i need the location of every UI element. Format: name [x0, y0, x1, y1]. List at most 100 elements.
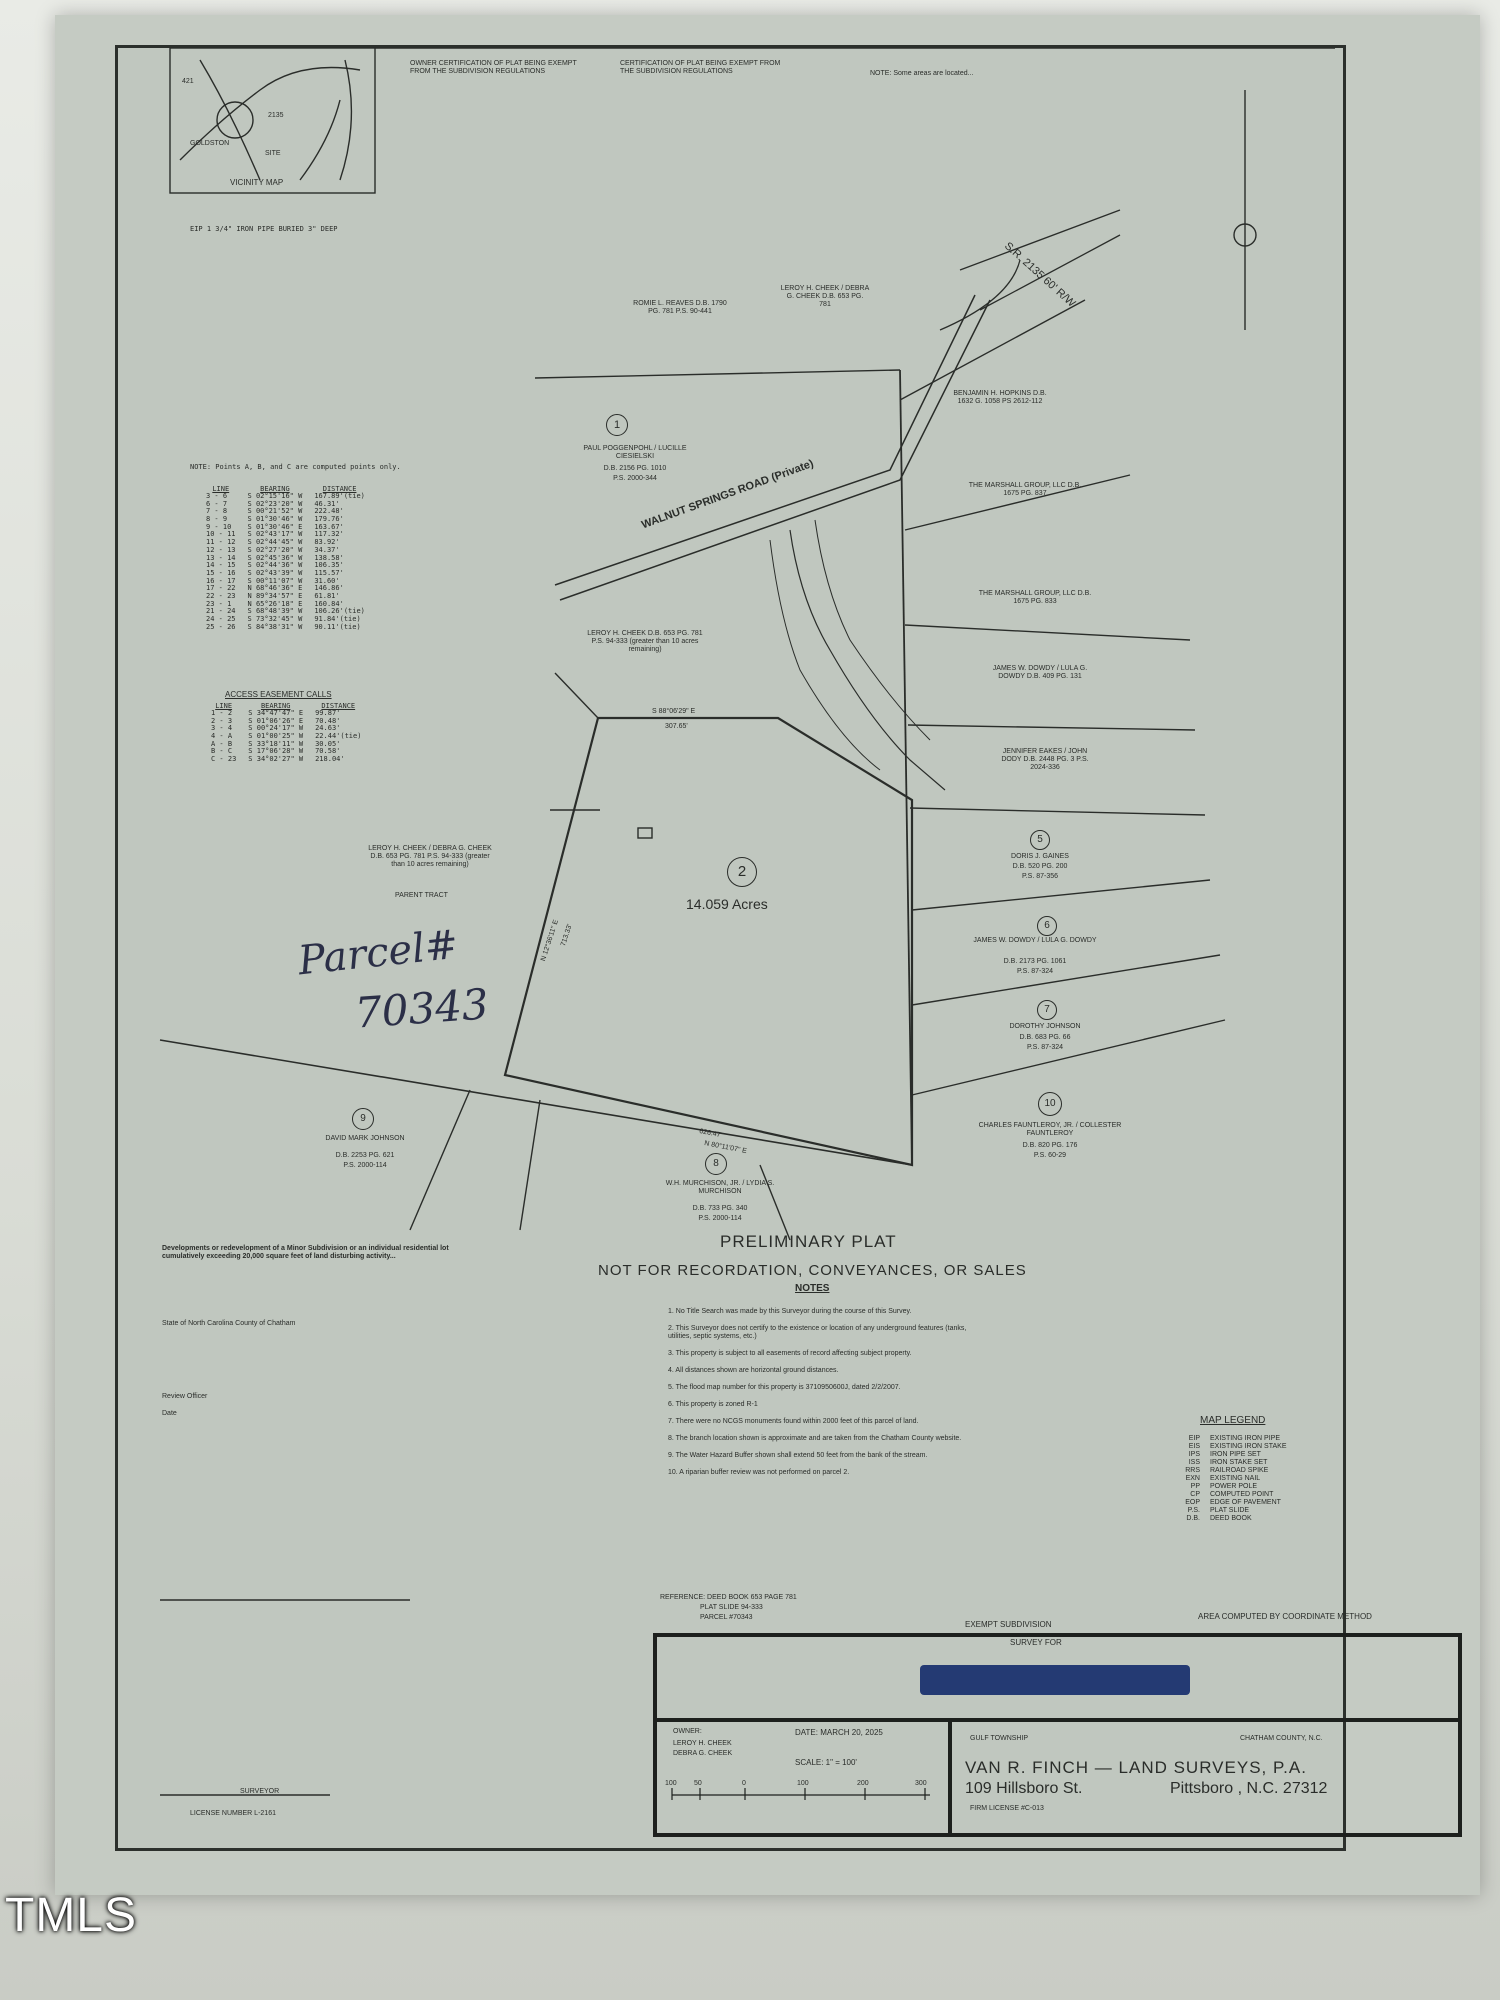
line-table-cell: 106.35' [314, 561, 344, 570]
line-table-cell: 6 - 7 [206, 499, 228, 508]
exempt-certification: CERTIFICATION OF PLAT BEING EXEMPT FROM … [620, 60, 781, 76]
adjoiner-reaves: ROMIE L. REAVES D.B. 1790 PG. 781 P.S. 9… [633, 300, 727, 316]
line-table-cell: 90.11'(tie) [314, 622, 361, 631]
plat-scale: SCALE: 1" = 100' [795, 1758, 857, 1767]
note-item: 10. A riparian buffer review was not per… [668, 1469, 850, 1477]
branch-stream [789, 529, 946, 791]
access-table-title: ACCESS EASEMENT CALLS [225, 690, 332, 699]
line-table-cell: 46.31' [314, 499, 340, 508]
line-table-cell: S 02°27'20" W [247, 545, 303, 554]
north-arrow-circle [1233, 223, 1257, 247]
firm-name: VAN R. FINCH — LAND SURVEYS, P.A. [965, 1758, 1307, 1777]
line-table-cell: 16 - 17 [206, 576, 236, 585]
note-item: 5. The flood map number for this propert… [668, 1384, 901, 1392]
line-table-cell: N 68°46'36" E [247, 584, 303, 593]
east-boundary [899, 369, 913, 1166]
line-table-cell: S 02°45'36" W [247, 553, 303, 562]
call-top-bearing: S 88°06'29" E [652, 708, 696, 715]
line-table-cell: 25 - 26 [206, 622, 236, 631]
access-table-cell: 30.05' [315, 739, 341, 748]
line-table-cell: 83.92' [314, 538, 340, 547]
access-table-cell: 3 - 4 [211, 724, 233, 733]
access-table-cell: 70.58' [315, 747, 341, 756]
line-table-header: BEARING [260, 485, 290, 493]
parcel-8-owner: W.H. MURCHISON, JR. / LYDIA S. MURCHISON [665, 1180, 775, 1196]
note-item: 4. All distances shown are horizontal gr… [668, 1367, 839, 1375]
line-table-row: 12 - 13 S 02°27'20" W 34.37' [200, 545, 371, 555]
line-table-cell: 22 - 23 [206, 591, 236, 600]
walnut-springs-road-edge [559, 299, 991, 601]
plat-frame [115, 45, 1346, 1851]
line-table-cell: S 02°44'45" W [247, 538, 303, 547]
line-table-header: LINE [212, 485, 230, 493]
review-officer: Review Officer [162, 1393, 208, 1400]
parcel-2-number: 2 [727, 857, 757, 887]
line-table-header: DISTANCE [322, 485, 357, 493]
line-table-row: 25 - 26 S 84°38'31" W 90.11'(tie) [200, 622, 371, 632]
line-table-cell: 115.57' [314, 568, 344, 577]
line-table-cell: 138.58' [314, 553, 344, 562]
line-table-cell: 31.60' [314, 576, 340, 585]
vicinity-map-label: VICINITY MAP [230, 178, 284, 187]
parcel-1-deed: D.B. 2156 PG. 1010 [603, 465, 667, 472]
legend-row: P.S.PLAT SLIDE [1187, 1507, 1250, 1515]
line-table-cell: 12 - 13 [206, 545, 236, 554]
parcel-2-acreage: 14.059 Acres [686, 896, 768, 912]
parcel-9-deed: D.B. 2253 PG. 621 [335, 1152, 395, 1159]
access-table-cell: A - B [211, 739, 233, 748]
line-table-cell: S 68°48'39" W [247, 607, 303, 616]
note-item: 7. There were no NCGS monuments found wi… [668, 1418, 919, 1426]
scale-tick: 100 [665, 1780, 677, 1787]
adjoiner-parent: LEROY H. CHEEK / DEBRA G. CHEEK D.B. 653… [368, 845, 492, 869]
line-table-cell: 61.81' [314, 591, 340, 600]
parcel-6-plat: P.S. 87-324 [1016, 968, 1054, 975]
line-table-cell: 21 - 24 [206, 607, 236, 616]
line-table-cell: S 02°44'36" W [247, 561, 303, 570]
adjoiner-cheek-top: LEROY H. CHEEK / DEBRA G. CHEEK D.B. 653… [780, 285, 870, 309]
note-item: 9. The Water Hazard Buffer shown shall e… [668, 1452, 928, 1460]
line-table-cell: S 73°32'45" W [247, 615, 303, 623]
access-table-cell: C - 23 [211, 755, 237, 764]
township: GULF TOWNSHIP [970, 1735, 1029, 1742]
line-table-cell: S 00°11'07" W [247, 576, 303, 585]
line-table-cell: 10 - 11 [206, 530, 236, 539]
line-table-cell: 146.86' [314, 584, 344, 593]
vicinity-road-label: 2135 [268, 112, 284, 119]
line-table-cell: 14 - 15 [206, 561, 236, 570]
handwritten-parcel-number: 70343 [353, 979, 491, 1038]
line-table-cell: 34.37' [314, 545, 340, 554]
exempt-subdivision: EXEMPT SUBDIVISION [965, 1620, 1052, 1629]
parcel-5-plat: P.S. 87-356 [1021, 873, 1059, 880]
line-table-cell: N 89°34'57" E [247, 591, 303, 600]
access-table-header: DISTANCE [321, 702, 356, 710]
parcel-7-deed: D.B. 683 PG. 66 [1019, 1034, 1071, 1041]
note-item: 1. No Title Search was made by this Surv… [668, 1308, 912, 1315]
parcel-2-boundary [503, 716, 914, 1167]
vicinity-map-border [169, 47, 376, 194]
owner-1: LEROY H. CHEEK [673, 1740, 732, 1747]
parcel-10-number: 10 [1038, 1092, 1062, 1116]
line-table-row: 16 - 17 S 00°11'07" W 31.60' [200, 576, 371, 586]
vicinity-site-circle [216, 101, 254, 139]
firm-city: Pittsboro , N.C. 27312 [1170, 1780, 1328, 1797]
parcel-10-owner: CHARLES FAUNTLEROY, JR. / COLLESTER FAUN… [978, 1122, 1122, 1138]
adjoiner-marshall-1: THE MARSHALL GROUP, LLC D.B. 1675 PG. 83… [968, 482, 1082, 498]
line-table-cell: 11 - 12 [206, 538, 236, 547]
call-top-distance: 307.65' [665, 723, 688, 730]
line-table-cell: S 84°38'31" W [247, 622, 303, 631]
line-table-cell: 163.67' [314, 522, 344, 531]
line-table-row: 11 - 12 S 02°44'45" W 83.92' [200, 538, 371, 547]
firm-address: 109 Hillsboro St. [965, 1780, 1083, 1797]
line-table-cell: 23 - 1 [206, 599, 232, 608]
access-table-cell: S 33°18'11" W [248, 739, 304, 748]
